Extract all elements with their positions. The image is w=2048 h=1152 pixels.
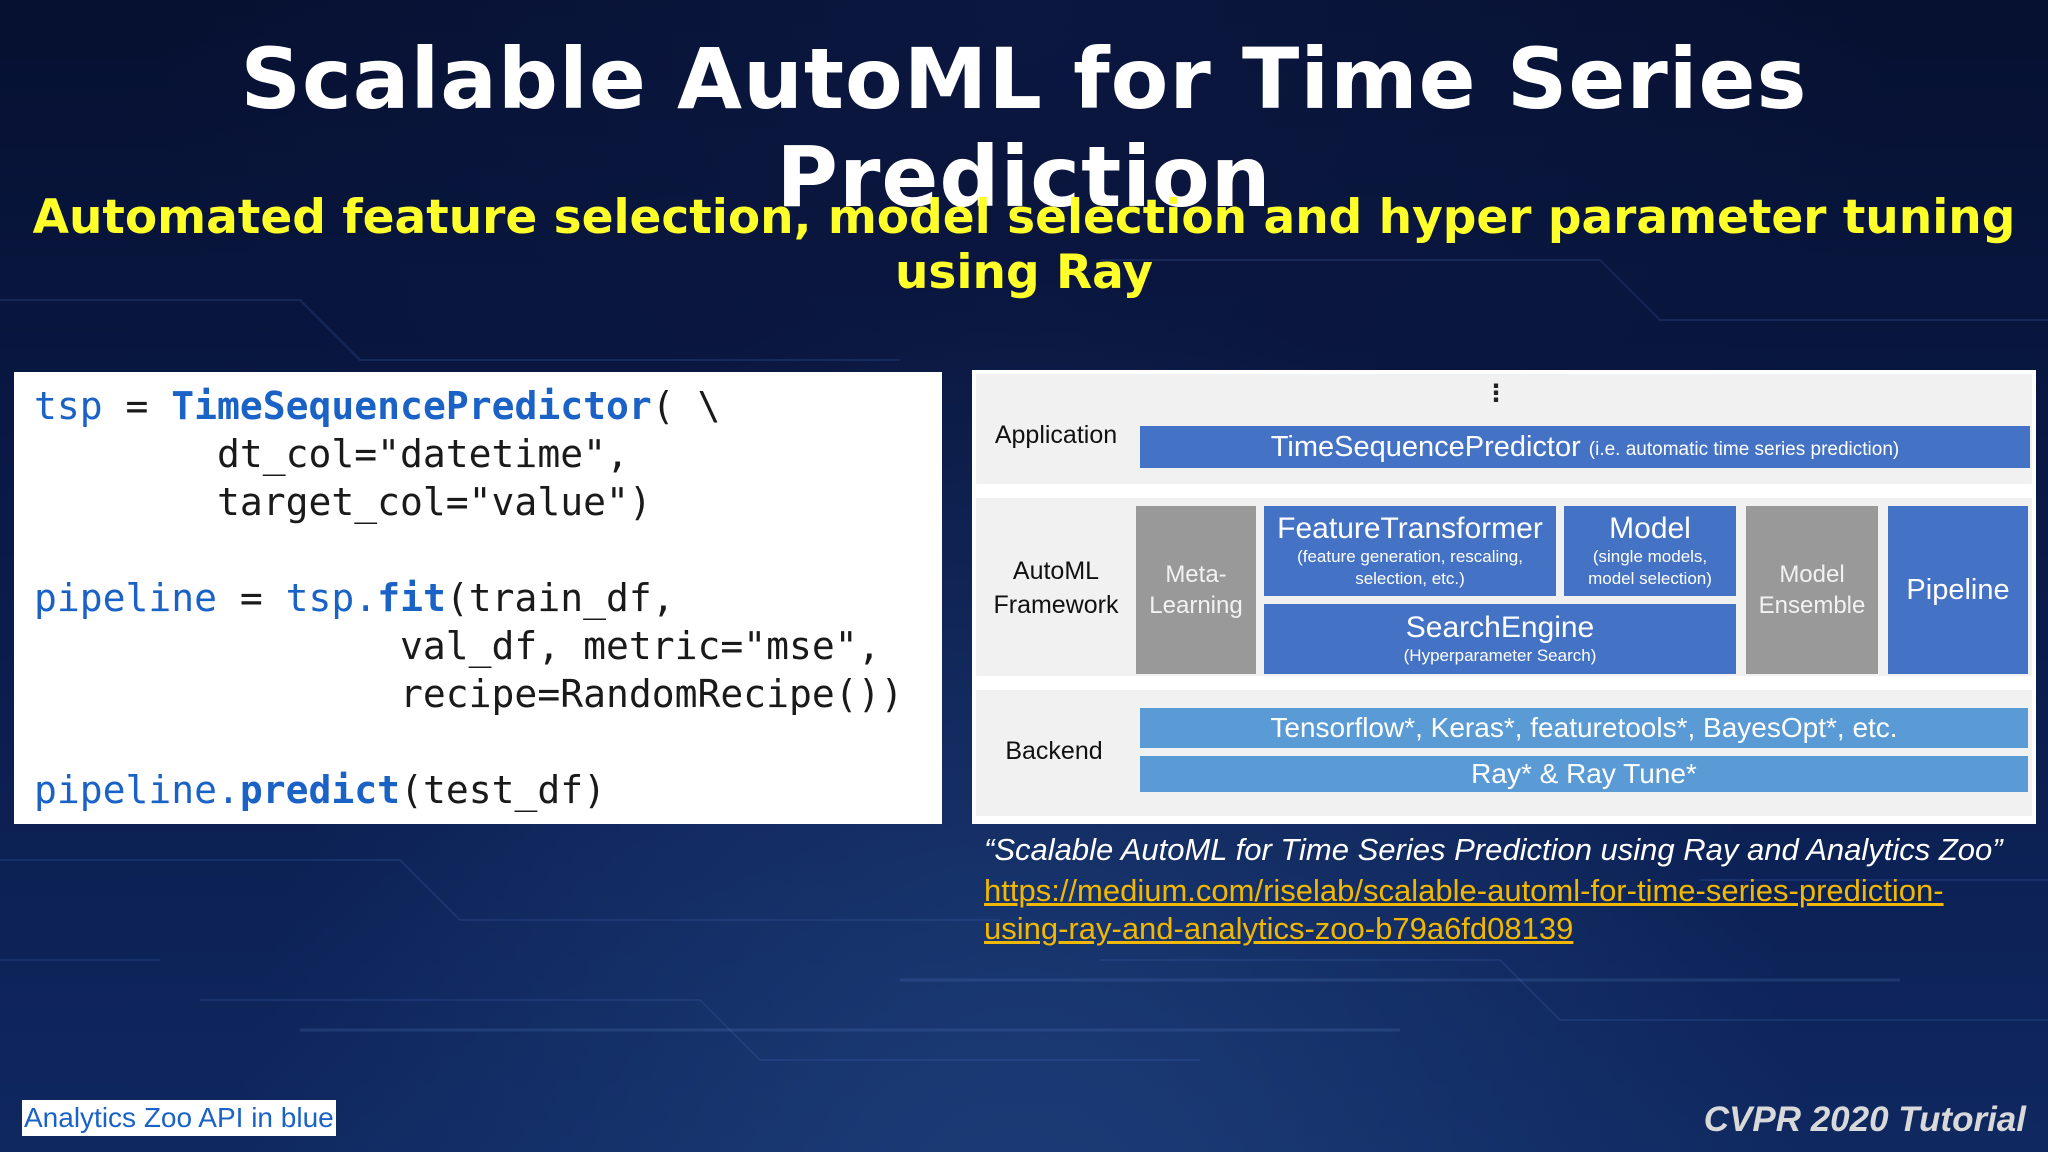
- ellipsis-icon: ⋮: [1484, 379, 1508, 407]
- slide-title: Scalable AutoML for Time Series Predicti…: [240, 30, 1808, 226]
- citation-link-line2[interactable]: using-ray-and-analytics-zoo-b79a6fd08139: [984, 911, 1574, 946]
- tutorial-label: CVPR 2020 Tutorial: [1703, 1100, 2026, 1139]
- code-var: tsp.: [285, 576, 378, 620]
- slide-subtitle: Automated feature selection, model selec…: [32, 190, 2016, 300]
- application-label: Application: [994, 421, 1118, 449]
- feature-transformer-box: FeatureTransformer (feature generation, …: [1264, 506, 1556, 596]
- code-line: recipe=RandomRecipe()): [34, 672, 904, 716]
- code-panel: tsp = TimeSequencePredictor( \ dt_col="d…: [14, 372, 942, 824]
- automl-label-line1: AutoML: [1012, 557, 1100, 585]
- search-engine-note: (Hyperparameter Search): [1403, 646, 1597, 665]
- application-layer: ⋮ Application TimeSequencePredictor (i.e…: [976, 374, 2032, 484]
- automl-layer: AutoML Framework Meta- Learning FeatureT…: [976, 498, 2032, 676]
- time-sequence-predictor-box: TimeSequencePredictor (i.e. automatic ti…: [1140, 426, 2030, 468]
- automl-label-line2: Framework: [993, 591, 1119, 619]
- meta-learning-box: Meta- Learning: [1136, 506, 1256, 674]
- time-sequence-predictor-title: TimeSequencePredictor: [1270, 430, 1581, 463]
- code-text: =: [217, 576, 286, 620]
- pipeline-label: Pipeline: [1906, 573, 2010, 606]
- model-note: (single models,: [1592, 547, 1708, 566]
- citation-quote: “Scalable AutoML for Time Series Predict…: [984, 832, 2003, 867]
- code-line: pipeline.predict(test_df): [34, 766, 942, 814]
- model-box: Model (single models, model selection): [1564, 506, 1736, 596]
- search-engine-box: SearchEngine (Hyperparameter Search): [1264, 604, 1736, 674]
- backend-layer: Backend Tensorflow*, Keras*, featuretool…: [976, 690, 2032, 816]
- code-line: val_df, metric="mse",: [34, 624, 881, 668]
- code-text: (train_df,: [445, 576, 675, 620]
- api-note-badge: Analytics Zoo API in blue: [22, 1100, 336, 1136]
- ray-tune-box: Ray* & Ray Tune*: [1140, 756, 2028, 792]
- meta-learning-line1: Meta-: [1165, 561, 1227, 588]
- code-text: =: [102, 384, 172, 428]
- code-var: pipeline: [34, 576, 218, 620]
- search-engine-title: SearchEngine: [1405, 611, 1595, 644]
- code-line: tsp = TimeSequencePredictor( \: [34, 382, 942, 430]
- ray-tune-text: Ray* & Ray Tune*: [1471, 758, 1697, 789]
- code-line: target_col="value"): [34, 480, 652, 524]
- code-method: fit: [377, 576, 446, 620]
- code-text: (test_df): [400, 768, 606, 812]
- feature-transformer-note: selection, etc.): [1355, 569, 1465, 588]
- citation-link[interactable]: https://medium.com/riselab/scalable-auto…: [984, 872, 2024, 948]
- code-method: predict: [239, 768, 401, 812]
- code-var: tsp: [34, 384, 103, 428]
- time-sequence-predictor-note: (i.e. automatic time series prediction): [1588, 439, 1900, 460]
- code-blank-line: [34, 526, 942, 574]
- code-class: TimeSequencePredictor: [171, 384, 652, 428]
- code-blank-line: [34, 718, 942, 766]
- feature-transformer-title: FeatureTransformer: [1277, 512, 1543, 545]
- backend-libraries-text: Tensorflow*, Keras*, featuretools*, Baye…: [1270, 712, 1898, 743]
- backend-libraries-box: Tensorflow*, Keras*, featuretools*, Baye…: [1140, 708, 2028, 748]
- citation-link-line1[interactable]: https://medium.com/riselab/scalable-auto…: [984, 873, 1944, 908]
- feature-transformer-note: (feature generation, rescaling,: [1297, 547, 1523, 566]
- architecture-diagram: ⋮ Application TimeSequencePredictor (i.e…: [972, 370, 2036, 824]
- automl-label: AutoML Framework: [976, 554, 1136, 622]
- model-note: model selection): [1588, 569, 1712, 588]
- backend-label: Backend: [1005, 737, 1103, 765]
- model-title: Model: [1609, 512, 1691, 545]
- pipeline-box: Pipeline: [1888, 506, 2028, 674]
- model-ensemble-line2: Ensemble: [1758, 592, 1866, 619]
- model-ensemble-box: Model Ensemble: [1746, 506, 1878, 674]
- code-var: pipeline.: [34, 768, 240, 812]
- meta-learning-line2: Learning: [1149, 592, 1243, 619]
- code-text: ( \: [651, 384, 721, 428]
- code-line: dt_col="datetime",: [34, 432, 629, 476]
- model-ensemble-line1: Model: [1779, 561, 1845, 588]
- code-line: pipeline = tsp.fit(train_df,: [34, 574, 942, 622]
